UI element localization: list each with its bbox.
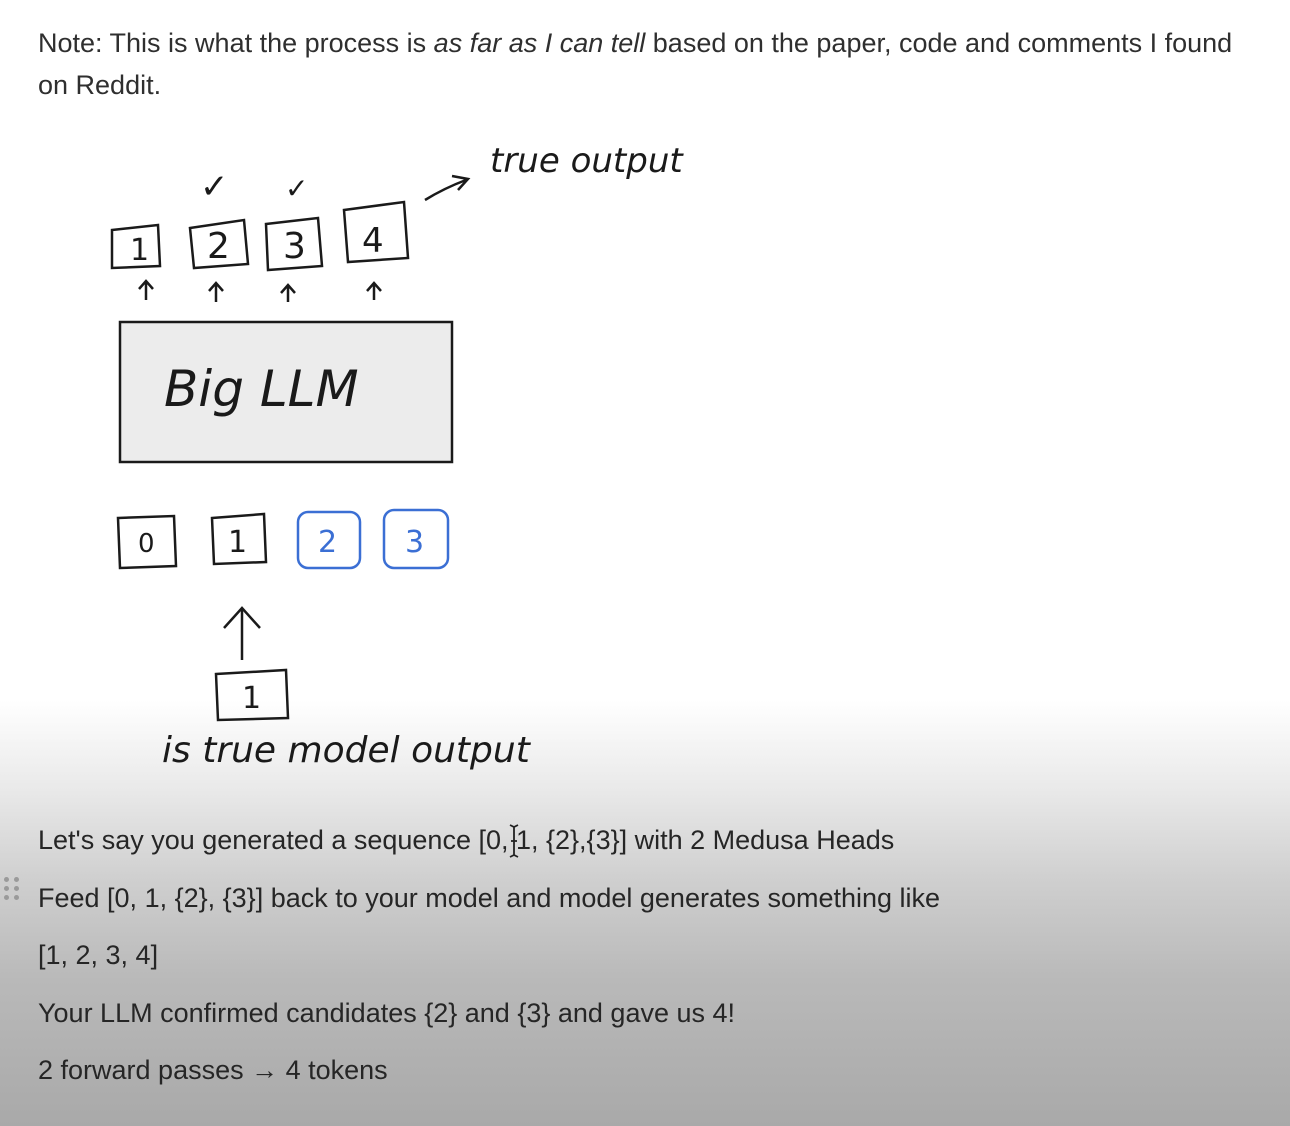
svg-text:3: 3 <box>283 226 306 267</box>
big-llm-box <box>118 320 454 464</box>
drag-handle-icon[interactable] <box>4 877 22 905</box>
svg-text:1: 1 <box>228 525 247 560</box>
text-line-4: Your LLM confirmed candidates {2} and {3… <box>38 997 736 1028</box>
true-output-arrowhead <box>451 174 471 191</box>
top-token-1: 1 <box>110 223 162 270</box>
top-token-4: 4 <box>342 200 410 264</box>
input-token-0: 0 <box>116 514 178 570</box>
note-paragraph: Note: This is what the process is as far… <box>38 22 1263 106</box>
note-suffix: based on the paper, code and comments I … <box>38 28 1233 100</box>
svg-text:3: 3 <box>405 525 424 560</box>
text-cursor-icon <box>509 824 519 858</box>
true-output-label: true output <box>490 141 684 181</box>
check-icon-2: ✓ <box>285 172 308 205</box>
bottom-token: 1 <box>214 668 290 722</box>
top-token-2: 2 <box>188 218 250 270</box>
note-prefix: Note: This is what the process is <box>38 28 434 58</box>
input-token-3-candidate: 3 <box>382 508 450 570</box>
big-llm-label: Big LLM <box>164 360 359 418</box>
true-output-arrow <box>424 178 467 202</box>
svg-text:2: 2 <box>207 226 230 267</box>
note-emphasis: as far as I can tell <box>433 28 646 58</box>
svg-text:1: 1 <box>242 681 261 716</box>
svg-text:2: 2 <box>318 525 337 560</box>
check-icon-1: ✓ <box>200 167 229 207</box>
input-token-1: 1 <box>210 512 268 566</box>
handwritten-sketch: ✓ ✓ true output 1 2 3 4 <box>0 100 760 780</box>
up-arrows-top <box>138 279 382 302</box>
text-line-3: [1, 2, 3, 4] <box>38 940 159 970</box>
input-token-2-candidate: 2 <box>296 510 362 570</box>
text-line-1: Let's say you generated a sequence [0, 1… <box>38 825 895 855</box>
up-arrow-large <box>223 606 261 660</box>
top-token-3: 3 <box>264 216 324 272</box>
svg-text:0: 0 <box>138 529 155 559</box>
svg-text:4: 4 <box>362 221 384 261</box>
bottom-label: is true model output <box>162 730 532 771</box>
text-line-5: 2 forward passes → 4 tokens <box>38 1055 388 1085</box>
text-line-2: Feed [0, 1, {2}, {3}] back to your model… <box>38 882 941 913</box>
body-text: Let's say you generated a sequence [0, 1… <box>38 812 1238 1100</box>
svg-text:1: 1 <box>130 233 149 268</box>
